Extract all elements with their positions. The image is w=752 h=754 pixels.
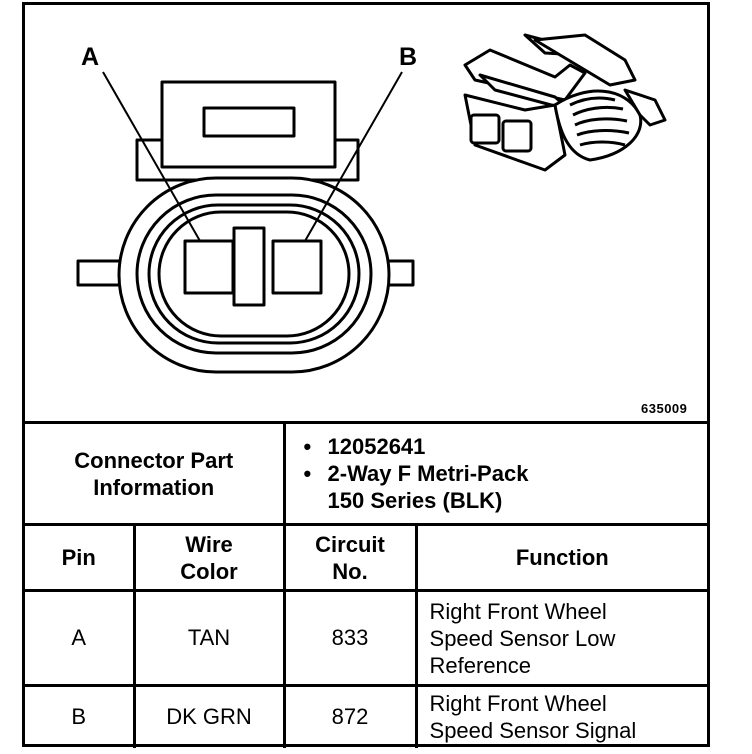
connector-info-row: Connector Part Information 12052641 2-Wa… xyxy=(25,421,708,526)
header-circuit: Circuit No. xyxy=(282,523,418,592)
pin-b-cavity xyxy=(271,239,323,295)
connector-description-line-2: 150 Series (BLK) xyxy=(327,488,503,513)
row-b-pin: B xyxy=(25,684,136,748)
connector-seal-ring xyxy=(135,193,373,355)
pin-a-leader xyxy=(102,71,201,242)
connector-outer-body xyxy=(117,176,391,374)
figure-number: 635009 xyxy=(641,401,688,416)
row-a-function: Right Front Wheel Speed Sensor Low Refer… xyxy=(414,589,708,687)
row-b-wire-color: DK GRN xyxy=(132,684,286,748)
row-a-wire-color: TAN xyxy=(132,589,286,687)
connector-latch-window xyxy=(202,106,296,138)
row-b-circuit: 872 xyxy=(282,684,418,748)
pinout-table: Connector Part Information 12052641 2-Wa… xyxy=(25,421,708,748)
header-pin: Pin xyxy=(25,523,136,592)
connector-face-illustration xyxy=(76,33,667,374)
center-key xyxy=(232,226,266,307)
header-wire-color: Wire Color xyxy=(132,523,286,592)
pin-b-leader xyxy=(304,71,403,242)
connector-isometric-view xyxy=(463,33,667,172)
connector-description-line-1: 2-Way F Metri-Pack xyxy=(304,460,708,487)
row-b-function: Right Front Wheel Speed Sensor Signal xyxy=(414,684,708,748)
connector-diagram-frame: A B 635009 Connector Part Information 12… xyxy=(22,2,710,748)
part-number: 12052641 xyxy=(304,433,708,460)
table-row: B DK GRN 872 Right Front Wheel Speed Sen… xyxy=(25,684,708,748)
connector-info-details: 12052641 2-Way F Metri-Pack 150 Series (… xyxy=(282,421,708,526)
connector-drawing-area: A B 635009 xyxy=(25,5,707,421)
table-header-row: Pin Wire Color Circuit No. Function xyxy=(25,523,708,592)
header-function: Function xyxy=(414,523,708,592)
row-a-circuit: 833 xyxy=(282,589,418,687)
connector-latch-housing xyxy=(160,80,337,169)
connector-info-label: Connector Part Information xyxy=(25,421,286,526)
table-row: A TAN 833 Right Front Wheel Speed Sensor… xyxy=(25,589,708,687)
row-a-pin: A xyxy=(25,589,136,687)
pin-a-label: A xyxy=(81,43,100,71)
pin-b-label: B xyxy=(399,43,418,71)
